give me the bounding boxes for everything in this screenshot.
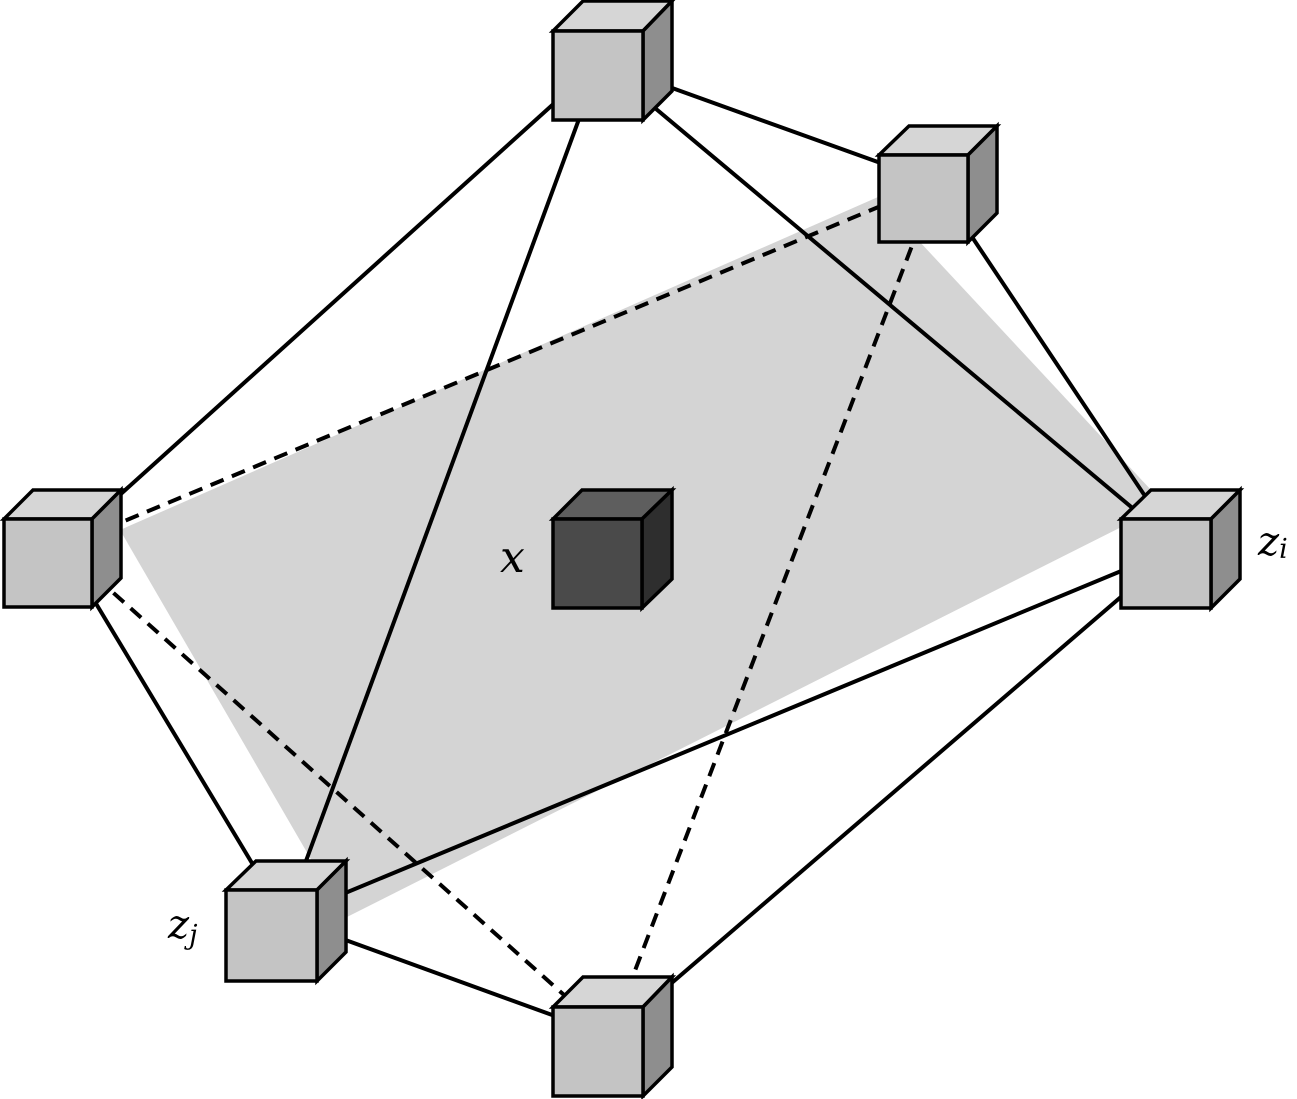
center-cube-x	[548, 485, 677, 613]
label-zi-base: z	[1257, 519, 1280, 565]
label-zi: zi	[1257, 519, 1288, 565]
vertex-cube-top	[548, 0, 676, 125]
vertex-cube-bottom	[548, 972, 677, 1099]
edge-topright-right	[934, 181, 1181, 549]
vertex-cube-zj	[221, 856, 351, 986]
edge-right-bottom	[608, 545, 1181, 1038]
label-x: x	[500, 532, 525, 583]
edge-topright-bottom-dashed	[608, 182, 938, 1037]
edge-right-bottomleft	[284, 545, 1180, 920]
label-zj-base: z	[167, 902, 190, 948]
vertex-cube-left	[0, 485, 126, 612]
vertex-cube-zi	[1116, 485, 1245, 613]
vertex-cube-topright	[874, 121, 1002, 247]
edge-left-bottom-dashed	[60, 545, 612, 1038]
edge-left-bottomleft	[60, 545, 287, 920]
edge-left-topright-dashed	[61, 181, 937, 549]
label-zj: zj	[167, 902, 197, 951]
edges	[60, 60, 1181, 1038]
edge-top-bottomleft	[283, 61, 602, 919]
edge-top-right	[598, 60, 1181, 549]
label-zi-sub: i	[1279, 534, 1288, 565]
edge-top-left	[60, 60, 602, 549]
